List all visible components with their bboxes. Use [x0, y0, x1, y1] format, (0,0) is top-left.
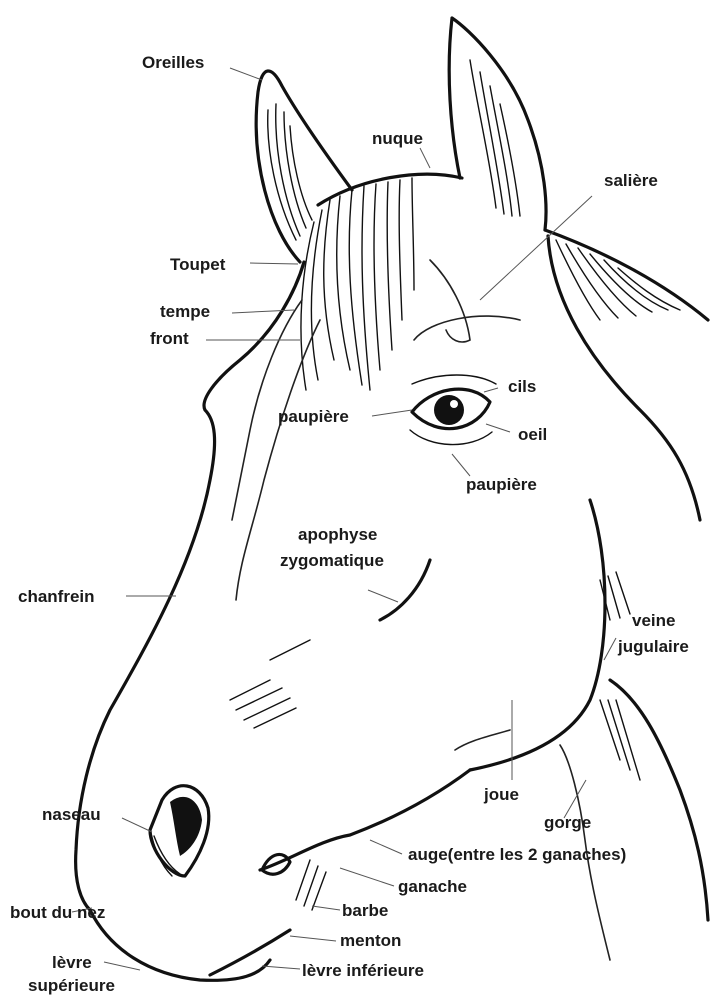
label-veine: veine	[632, 612, 675, 629]
label-oeil: oeil	[518, 426, 547, 443]
label-cils: cils	[508, 378, 536, 395]
label-auge: auge(entre les 2 ganaches)	[408, 846, 626, 863]
jaw-line	[470, 500, 605, 770]
label-oreilles: Oreilles	[142, 54, 204, 71]
label-bout-du-nez: bout du nez	[10, 904, 105, 921]
label-front: front	[150, 330, 189, 347]
label-ganache: ganache	[398, 878, 467, 895]
label-toupet: Toupet	[170, 256, 225, 273]
neck-back	[548, 236, 700, 520]
label-nuque: nuque	[372, 130, 423, 147]
label-tempe: tempe	[160, 303, 210, 320]
label-menton: menton	[340, 932, 401, 949]
muzzle-outline	[90, 910, 270, 980]
forelock	[301, 174, 462, 390]
label-apophyse: apophyse	[298, 526, 377, 543]
label-levre-inferieure: lèvre inférieure	[302, 962, 424, 979]
label-barbe: barbe	[342, 902, 388, 919]
throat-hatching	[600, 572, 640, 780]
label-joue: joue	[484, 786, 519, 803]
throat-line	[610, 680, 708, 920]
label-zygomatique: zygomatique	[280, 552, 384, 569]
beard-hatching	[296, 860, 326, 910]
cheek-hatching	[230, 640, 310, 728]
mane	[545, 230, 708, 320]
lower-lip	[210, 930, 290, 975]
label-paupiere-lower: paupière	[466, 476, 537, 493]
label-gorge: gorge	[544, 814, 591, 831]
zygomatic-ridge	[380, 560, 430, 620]
label-chanfrein: chanfrein	[18, 588, 95, 605]
label-paupiere-upper: paupière	[278, 408, 349, 425]
eye-icon	[410, 375, 496, 445]
label-naseau: naseau	[42, 806, 101, 823]
label-superieure: supérieure	[28, 977, 115, 994]
cheek-line	[455, 730, 510, 750]
label-saliere: salière	[604, 172, 658, 189]
label-jugulaire: jugulaire	[618, 638, 689, 655]
nostril-icon	[150, 786, 209, 876]
saliere-hollow	[430, 260, 470, 342]
label-levre: lèvre	[52, 954, 92, 971]
right-ear-hatching	[470, 60, 520, 216]
